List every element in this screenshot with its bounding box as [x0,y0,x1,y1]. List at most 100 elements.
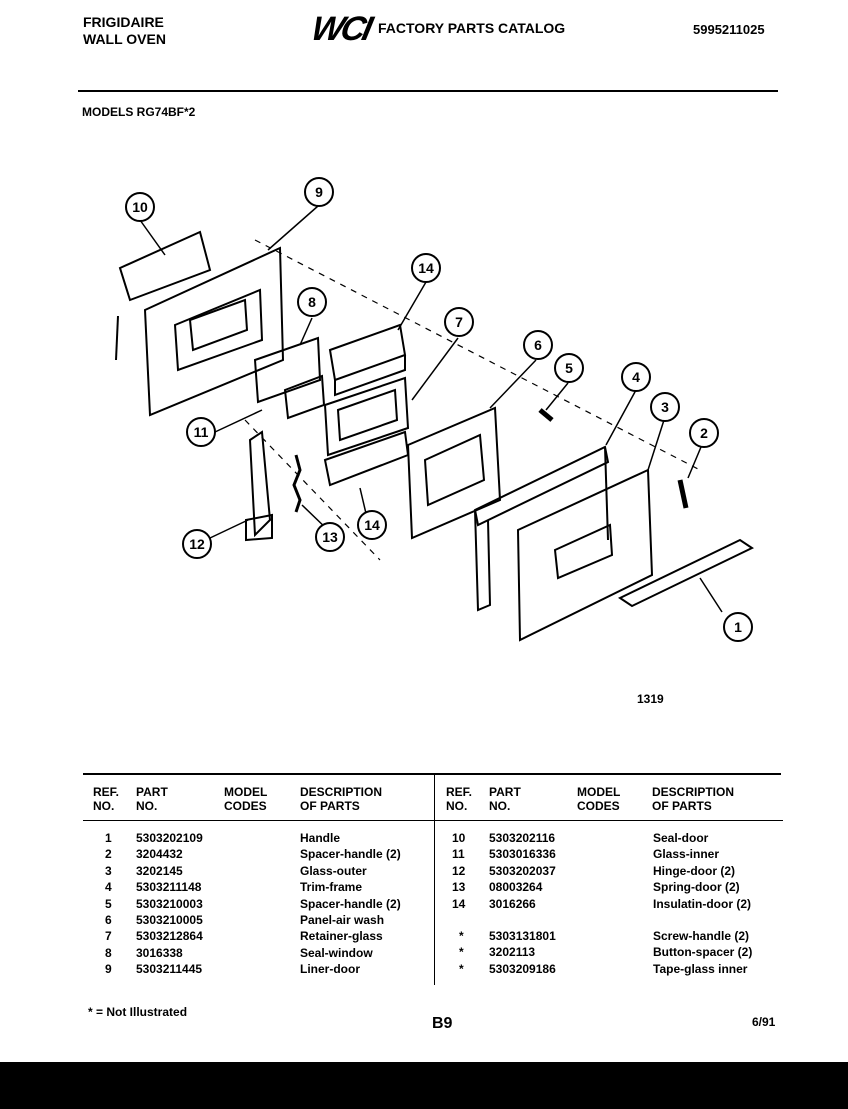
row-part-left: 5303210005 [136,913,203,927]
seal-window-lower [283,374,326,420]
liner-door-part [143,246,285,417]
row-desc-right: Hinge-door (2) [653,863,735,878]
table-column-divider [434,775,435,985]
row-part-right: 5303209186 [489,961,556,976]
panel-airwash-part [406,406,502,540]
table-header-rule [83,820,783,821]
panel-airwash-window [423,433,486,507]
seal-window-part [253,336,322,404]
row-desc-right: Glass-inner [653,847,720,862]
trim-frame-top [473,445,610,527]
row-desc-left: Panel-air wash [300,913,385,927]
handle-part [617,538,755,608]
row-desc-left: Handle [300,831,341,845]
seal-door-part [118,230,212,302]
row-part-right: 5303131801 [489,929,556,943]
row-desc-right: Tape-glass inner [653,961,748,976]
row-desc-left: Spacer-handle (2) [300,847,401,862]
row-part-right: 3016266 [489,896,536,911]
row-part-right: 5303202037 [489,863,556,878]
models-label: MODELS RG74BF*2 [82,105,196,119]
glass-outer-window [553,523,614,580]
spacer-part [538,408,554,422]
callout-14-upper: 14 [418,260,434,276]
row-part-left: 3204432 [136,847,183,862]
row-part-right: 5303202116 [489,831,556,845]
catalog-number: 5995211025 [693,22,765,37]
callout-13: 13 [322,529,338,545]
row-ref-left: 4 [105,880,112,895]
row-part-right: 3202113 [489,945,536,960]
header-divider [78,90,778,92]
row-part-left: 5303211148 [136,880,202,895]
hinge-base [245,513,273,542]
row-ref-right: * [459,961,464,976]
row-part-left: 5303202109 [136,831,203,845]
row-part-left: 5303210003 [136,896,203,911]
row-desc-left: Spacer-handle (2) [300,896,401,911]
row-ref-right: 10 [452,831,466,845]
callout-1: 1 [734,619,742,635]
alignment-line [244,419,381,561]
row-desc-right: Button-spacer (2) [653,945,753,960]
callout-7: 7 [455,314,463,330]
callout-8: 8 [308,294,316,310]
trim-frame-right [604,446,609,541]
callout-4: 4 [632,369,640,385]
retainer-glass-inner [336,388,399,442]
liner-door-inner-window [188,298,249,352]
table-top-rule [83,773,781,775]
callout-10: 10 [132,199,148,215]
glass-outer-part [516,468,654,642]
liner-door-window [173,288,264,372]
brand-line-1: FRIGIDAIRE [83,14,164,30]
row-ref-left: 2 [105,847,112,862]
row-ref-right: 14 [452,896,466,911]
callout-6: 6 [534,337,542,353]
row-part-right: 5303016336 [489,847,556,862]
row-ref-left: 8 [105,945,112,960]
row-ref-right: 11 [452,847,465,862]
row-desc-right: Seal-door [653,831,709,845]
row-part-right: 08003264 [489,880,543,895]
row-part-left: 5303211445 [136,962,203,977]
row-desc-left: Seal-window [300,945,373,960]
callout-2: 2 [700,425,708,441]
header-ref-no-left: REF.NO. [93,785,120,813]
row-ref-left: 5 [105,896,112,911]
catalog-date: 6/91 [752,1015,776,1029]
row-ref-right: * [459,945,464,960]
row-desc-right: Spring-door (2) [653,880,740,895]
callout-12: 12 [189,536,205,552]
row-ref-left: 9 [105,962,112,977]
callout-5: 5 [565,360,573,376]
row-ref-right: 13 [452,880,466,895]
exploded-parts-diagram: 10 9 14 7 8 6 5 4 3 2 1 11 12 13 14 [115,177,755,642]
callout-11: 11 [194,424,209,440]
seal-door-strip [115,315,119,361]
insulation-lower-part [323,430,410,487]
callout-3: 3 [661,399,669,415]
brand-name: FRIGIDAIRE WALL OVEN [83,14,166,48]
row-part-left: 5303212864 [136,929,203,944]
row-desc-left: Trim-frame [300,880,363,895]
row-ref-left: 6 [105,913,112,927]
row-desc-left: Retainer-glass [300,929,383,944]
row-ref-right: * [459,929,464,943]
row-part-left: 3202145 [136,863,183,878]
row-part-left: 3016338 [136,945,183,960]
row-desc-right: Insulatin-door (2) [653,896,751,911]
scan-bottom-edge [0,1062,848,1109]
catalog-title: FACTORY PARTS CATALOG [378,20,566,36]
row-ref-left: 1 [105,831,112,845]
brand-line-2: WALL OVEN [83,31,166,47]
page-number: B9 [432,1015,453,1032]
callout-9: 9 [315,184,323,200]
row-desc-left: Liner-door [300,962,360,977]
hinge-part [248,430,272,538]
header-ref-no-right: REF.NO. [446,785,473,813]
